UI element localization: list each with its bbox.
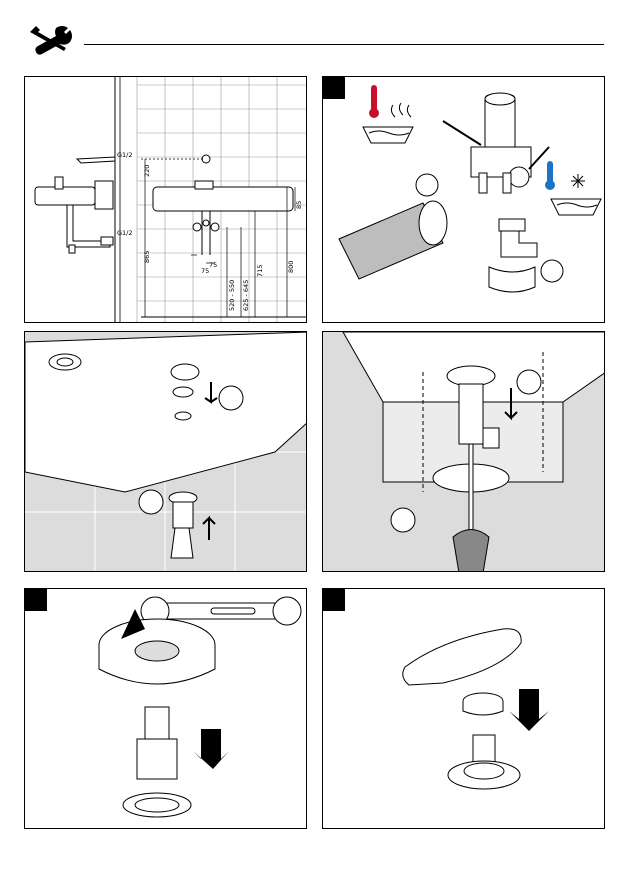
hot-thermometer-icon [369, 85, 379, 118]
label-dim-520-550: 520 - 550 [228, 280, 236, 311]
valve-illustration [323, 77, 605, 323]
label-dim-220: 220 [143, 165, 151, 177]
panel-basin-underside [24, 331, 307, 572]
label-thread-top: G1/2 [117, 151, 133, 159]
label-dim-625-645: 625 - 645 [242, 280, 250, 311]
panel-lever [322, 588, 605, 829]
cold-thermometer-icon [545, 161, 555, 190]
label-dim-715: 715 [256, 265, 264, 277]
label-thread-bottom: G1/2 [117, 229, 133, 237]
lever-illustration [323, 589, 605, 829]
lever-handle [403, 629, 521, 685]
panel-wrench [24, 588, 307, 829]
wrench-screwdriver-icon [26, 22, 76, 58]
label-dim-800: 800 [287, 261, 295, 273]
header-rule [84, 44, 604, 45]
drain-illustration [323, 332, 605, 572]
label-dim-85: 85 [295, 201, 303, 209]
basin-illustration [25, 332, 307, 572]
dimension-drawing: G1/2 G1/2 220 865 75 75 [25, 77, 307, 323]
wrench-illustration [25, 589, 307, 829]
panel-valve [322, 76, 605, 323]
label-dim-75b: 75 [209, 261, 217, 269]
panel-drain-insertion [322, 331, 605, 572]
label-dim-865: 865 [143, 251, 151, 263]
panel-dimensions: G1/2 G1/2 220 865 75 75 [24, 76, 307, 323]
